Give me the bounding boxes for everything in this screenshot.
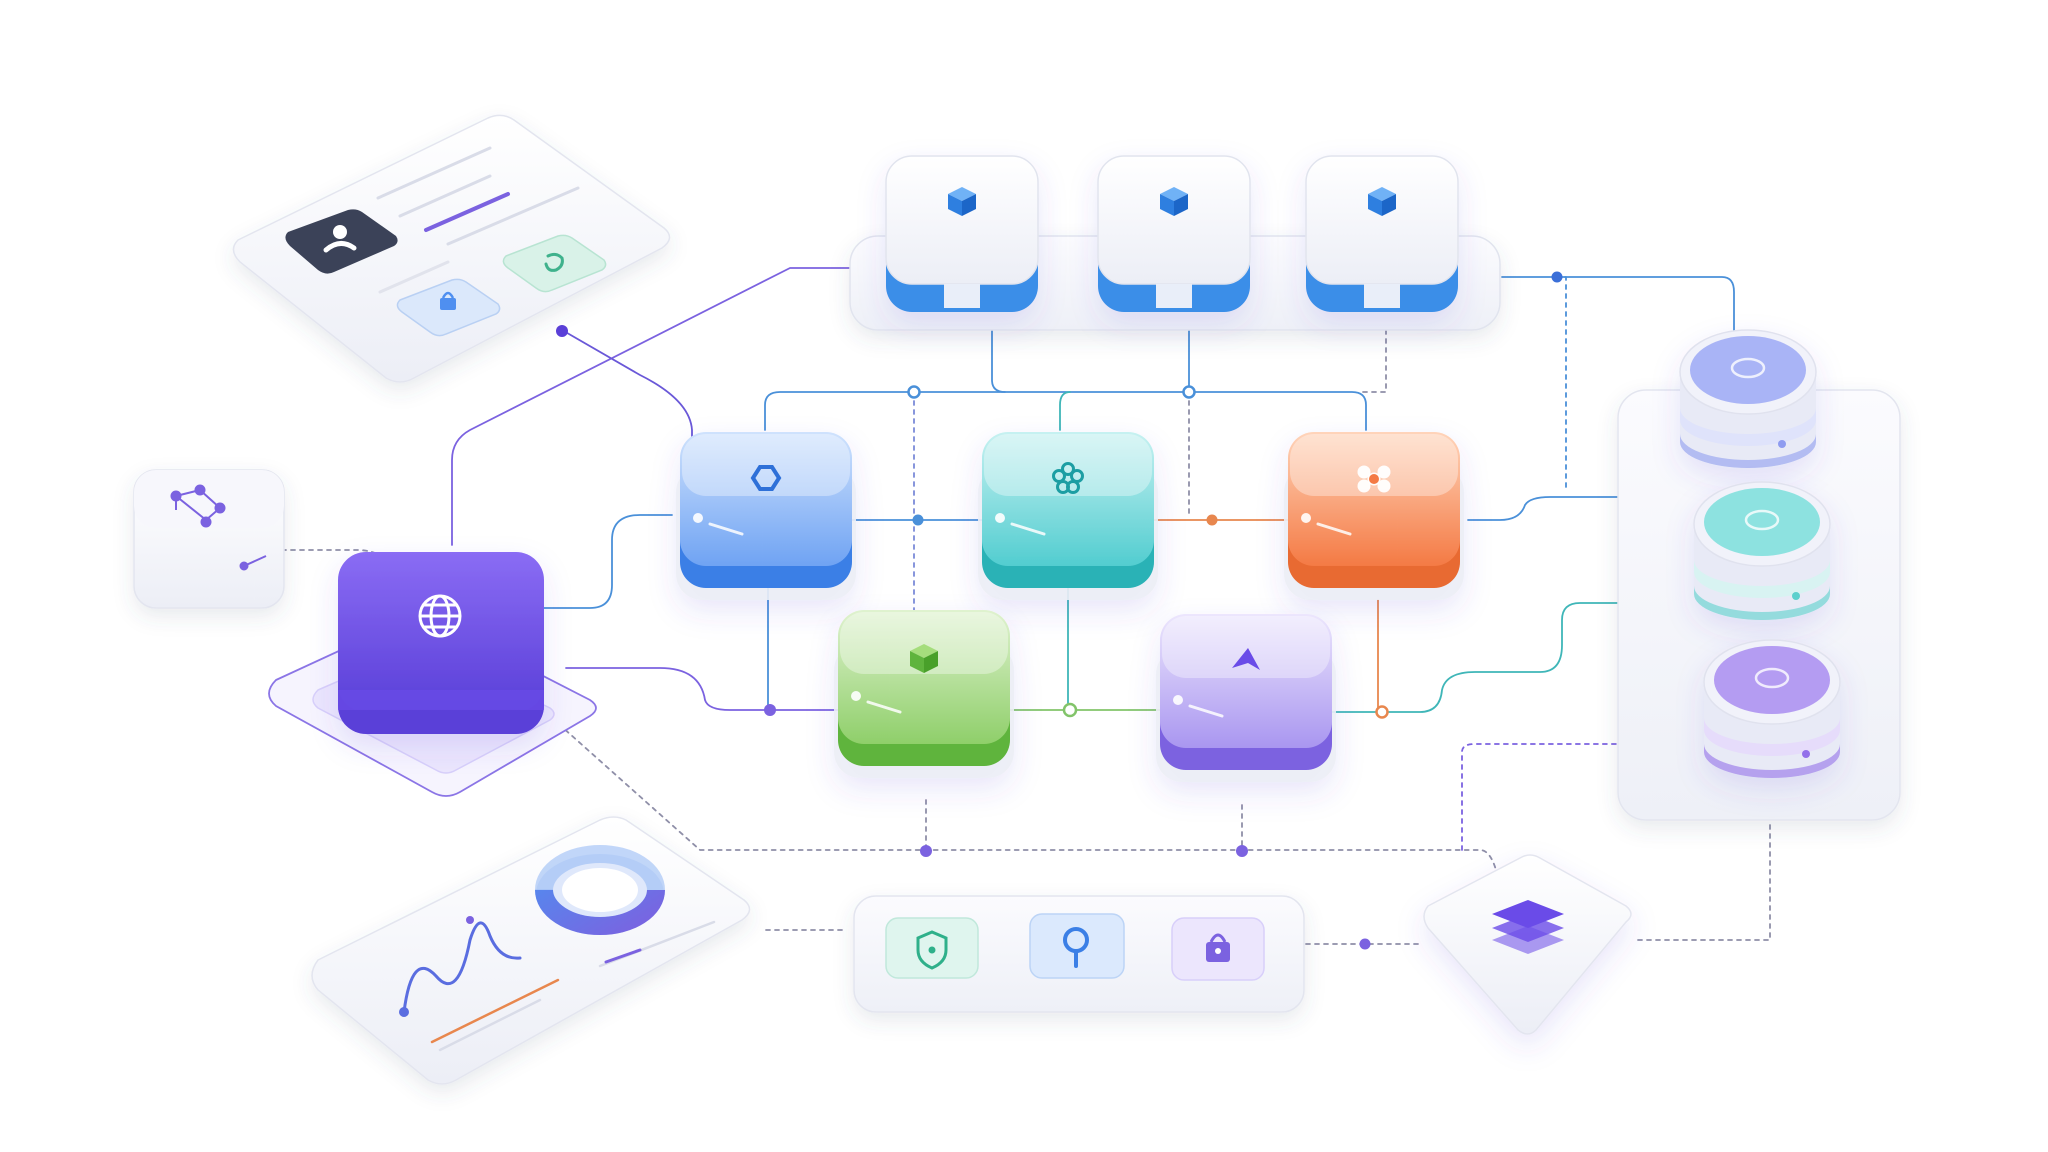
lock-icon[interactable]: [1171, 917, 1265, 981]
cluster-node-2[interactable]: [1097, 155, 1251, 312]
globe-icon: [418, 594, 462, 638]
databases: [1679, 329, 1841, 778]
user-icon[interactable]: [285, 209, 398, 274]
connector-lower-dash-4: [1461, 743, 1645, 851]
junction-dot: [764, 704, 776, 716]
shield-icon[interactable]: [885, 917, 979, 979]
connector-teal-up: [1059, 391, 1071, 431]
database-violet[interactable]: [1703, 639, 1841, 778]
connector-dots: [556, 271, 1650, 950]
lock-icon[interactable]: [396, 278, 501, 337]
junction-dot: [1359, 938, 1371, 950]
database-blue[interactable]: [1679, 329, 1817, 468]
cube-icon: [1368, 187, 1396, 216]
graph-node[interactable]: [133, 469, 285, 609]
junction-dot: [1551, 271, 1563, 283]
dots-cluster-icon: [1357, 465, 1391, 493]
gateway-node[interactable]: [338, 552, 544, 734]
service-node-teal[interactable]: [978, 432, 1158, 600]
layers-icon: [1492, 900, 1564, 954]
connector-gateway-green: [565, 667, 841, 711]
connector-db-dash: [1555, 276, 1567, 491]
line-chart-icon: [399, 916, 716, 1052]
cluster-node-1[interactable]: [885, 155, 1039, 312]
service-node-orange[interactable]: [1284, 432, 1464, 600]
left-panel-lines: [376, 146, 580, 294]
connector-lavender-db: [1329, 602, 1635, 713]
junction-dot: [1182, 385, 1196, 399]
junction-dot: [907, 385, 921, 399]
service-node-green[interactable]: [834, 610, 1014, 778]
junction-dot: [912, 514, 924, 526]
connector-orange-db: [1467, 496, 1626, 521]
connector-gateway-top-cluster: [451, 267, 851, 546]
connector-grid-top: [764, 391, 1367, 431]
connector-panel-blue-service: [561, 329, 693, 451]
junction-dot: [920, 845, 932, 857]
left-panel: [232, 114, 671, 383]
refresh-icon[interactable]: [502, 234, 607, 293]
database-teal[interactable]: [1693, 481, 1831, 620]
junction-dot: [1062, 702, 1078, 718]
connector-cluster-drop-3: [1359, 329, 1387, 393]
connector-gateway-blue: [539, 514, 673, 609]
connector-lower-dash-1: [551, 717, 1497, 871]
arrow-icon: [1232, 648, 1260, 670]
connector-layers-rail: [1637, 819, 1771, 941]
junction-dot: [556, 325, 568, 337]
cube-icon: [1160, 187, 1188, 216]
connector-cluster-db: [1501, 276, 1735, 336]
connector-cluster-drop-1: [991, 329, 1006, 393]
hexagon-icon: [750, 465, 782, 491]
cube-icon: [948, 187, 976, 216]
analytics-panel: [311, 816, 751, 1085]
flower-icon: [1052, 462, 1084, 494]
junction-dot: [1206, 514, 1218, 526]
junction-dot: [1375, 705, 1389, 719]
service-node-lavender[interactable]: [1156, 614, 1336, 782]
network-graph-icon: [170, 484, 267, 571]
donut-chart-icon: [535, 845, 665, 935]
cube-icon: [910, 644, 938, 673]
key-icon[interactable]: [1029, 913, 1125, 979]
cluster-node-3[interactable]: [1305, 155, 1459, 312]
top-cluster-nodes: [885, 155, 1459, 312]
service-nodes: [676, 432, 1464, 782]
service-node-blue[interactable]: [676, 432, 856, 600]
junction-dot: [1236, 845, 1248, 857]
